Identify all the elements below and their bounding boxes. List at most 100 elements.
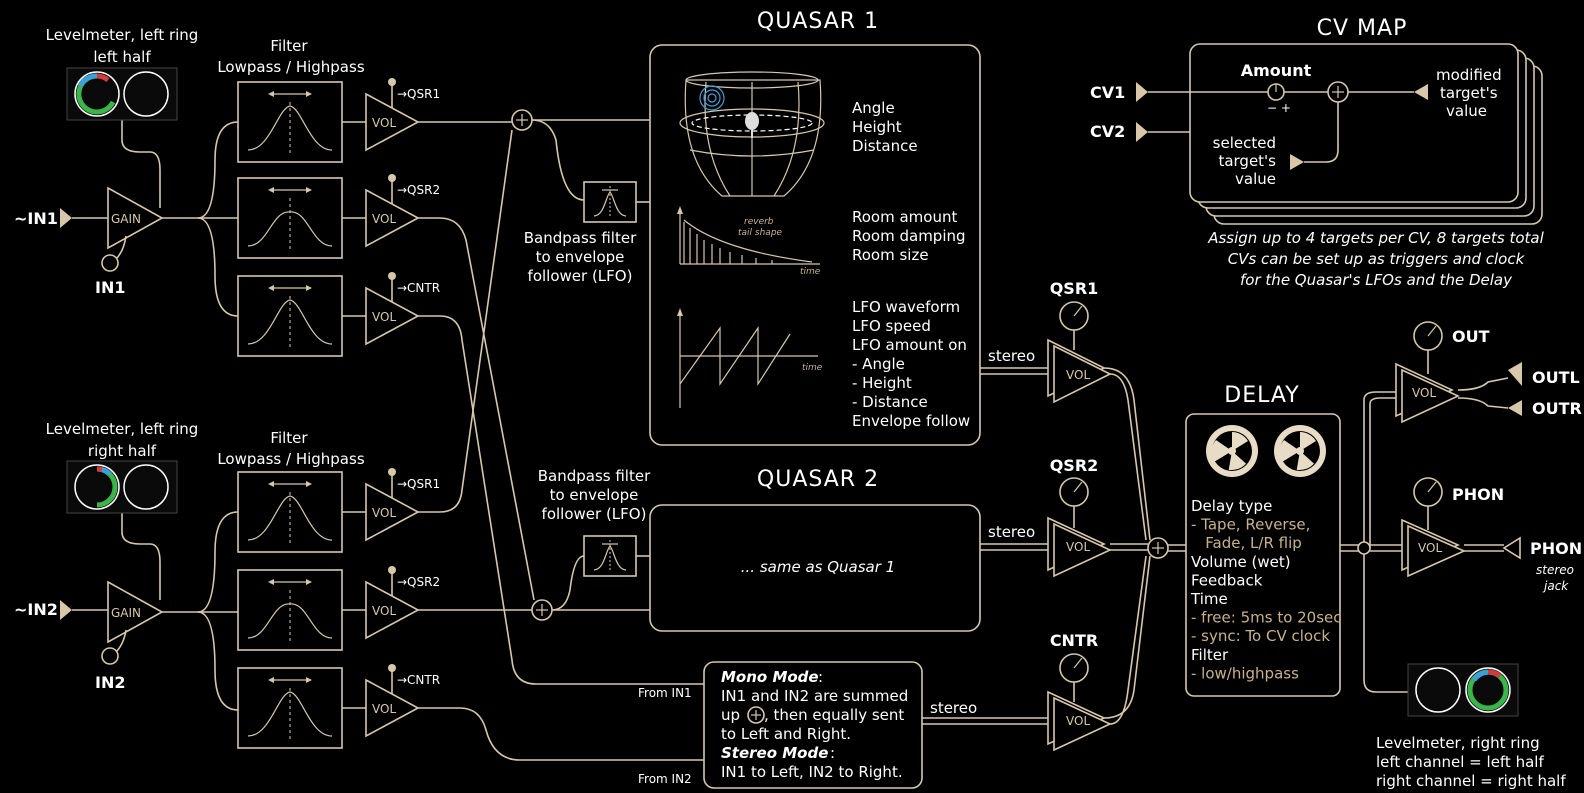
reverb-label-1: reverb bbox=[744, 217, 774, 227]
delay-parameter-list: Delay type- Tape, Reverse, Fade, L/R fli… bbox=[1190, 497, 1342, 682]
from-in2-label: From IN2 bbox=[638, 772, 692, 786]
vol-label: VOL bbox=[372, 506, 396, 520]
phon-sub-1: stereo bbox=[1536, 563, 1574, 577]
amount-minus-plus: − + bbox=[1267, 101, 1291, 115]
delay-param-line: Filter bbox=[1191, 646, 1229, 664]
q1-param-angle: Angle bbox=[852, 99, 895, 117]
vol-label: VOL bbox=[372, 116, 396, 130]
cv-map-title: CV MAP bbox=[1317, 16, 1408, 41]
bandpass-2-label-1: Bandpass filter bbox=[538, 467, 651, 485]
vol-phones[interactable] bbox=[1407, 524, 1466, 578]
quasar1-title: QUASAR 1 bbox=[757, 9, 879, 34]
send-qsr1-label: →QSR1 bbox=[397, 477, 440, 491]
delay-param-line: - Tape, Reverse, bbox=[1191, 516, 1310, 534]
delay-title: DELAY bbox=[1224, 383, 1299, 408]
outl-jack-icon[interactable] bbox=[1508, 362, 1522, 386]
qsr2-knob-label: QSR2 bbox=[1050, 456, 1099, 475]
in1-gain-label: GAIN bbox=[111, 212, 141, 226]
from-in1-label: From IN1 bbox=[638, 686, 692, 700]
bandpass-2-label-3: follower (LFO) bbox=[542, 505, 647, 523]
send-qsr1-label: →QSR1 bbox=[397, 87, 440, 101]
vol-main-out[interactable] bbox=[1401, 368, 1460, 424]
stereo-label-q2: stereo bbox=[988, 523, 1035, 541]
q1-lfo-1: LFO speed bbox=[852, 317, 931, 335]
selected-label-1: selected bbox=[1213, 134, 1276, 152]
vol-label: VOL bbox=[372, 310, 396, 324]
q1-room-amount: Room amount bbox=[852, 208, 957, 226]
q1-lfo-5: - Distance bbox=[852, 393, 928, 411]
delay-param-line: Fade, L/R flip bbox=[1191, 534, 1302, 552]
in2-jack-icon[interactable] bbox=[60, 600, 72, 620]
lfo-time-label: time bbox=[802, 363, 823, 373]
svg-text::: : bbox=[830, 744, 835, 762]
in1-gain-amp bbox=[107, 186, 164, 250]
cv2-jack-icon[interactable] bbox=[1136, 122, 1148, 142]
in1-gain-knob[interactable] bbox=[101, 254, 119, 272]
tape-reel-icon bbox=[1206, 425, 1258, 477]
modified-label-2: target's bbox=[1440, 84, 1498, 102]
bandpass-1-label-1: Bandpass filter bbox=[524, 229, 637, 247]
qsr1-knob-label: QSR1 bbox=[1050, 279, 1099, 298]
send-cntr-label: →CNTR bbox=[397, 281, 440, 295]
vol-qsr2-out[interactable] bbox=[1053, 522, 1112, 578]
levelmeter-left-top-label-1: Levelmeter, left ring bbox=[46, 26, 199, 44]
phon-sub-2: jack bbox=[1542, 579, 1569, 593]
phon-knob-label: PHON bbox=[1452, 485, 1504, 504]
q1-lfo-6: Envelope follow bbox=[852, 412, 970, 430]
mono-line-2a: up bbox=[721, 706, 740, 724]
mono-line-1: IN1 and IN2 are summed bbox=[721, 687, 908, 705]
svg-text::: : bbox=[818, 668, 823, 686]
q1-param-distance: Distance bbox=[852, 137, 918, 155]
out-knob-label: OUT bbox=[1452, 327, 1490, 346]
vol-cntr-out[interactable] bbox=[1053, 696, 1112, 752]
cv1-label: CV1 bbox=[1090, 83, 1125, 102]
vol-qsr1-out[interactable] bbox=[1053, 344, 1112, 404]
bandpass-2-label-2: to envelope bbox=[550, 486, 639, 504]
delay-param-line: Delay type bbox=[1191, 497, 1272, 515]
outr-jack-icon[interactable] bbox=[1508, 400, 1522, 416]
cv-caption-3: for the Quasar's LFOs and the Delay bbox=[1240, 271, 1513, 289]
filter-bottom-subtitle: Lowpass / Highpass bbox=[217, 450, 364, 468]
vol-label: VOL bbox=[1418, 541, 1442, 555]
mono-line-3: to Left and Right. bbox=[721, 725, 851, 743]
vol-label: VOL bbox=[372, 212, 396, 226]
filter-top-subtitle: Lowpass / Highpass bbox=[217, 58, 364, 76]
q1-room-damping: Room damping bbox=[852, 227, 966, 245]
outl-label: OUTL bbox=[1532, 368, 1580, 387]
delay-param-line: Volume (wet) bbox=[1191, 553, 1291, 571]
spatial-sphere-icon bbox=[679, 71, 825, 197]
in2-knob-label: IN2 bbox=[95, 673, 125, 692]
in2-gain-amp bbox=[107, 580, 164, 644]
delay-param-line: - sync: To CV clock bbox=[1191, 627, 1330, 645]
levelmeter-left-bottom-label-2: right half bbox=[88, 442, 157, 460]
filter-top-title: Filter bbox=[270, 37, 308, 55]
delay-panel bbox=[1185, 413, 1341, 697]
stereo-mode-title: Stereo Mode bbox=[721, 744, 828, 762]
vol-label: VOL bbox=[372, 702, 396, 716]
mode-box bbox=[703, 661, 923, 789]
stereo-label-cntr: stereo bbox=[930, 699, 977, 717]
in1-jack-icon[interactable] bbox=[60, 208, 72, 228]
vol-label: VOL bbox=[1066, 540, 1090, 554]
tape-reel-icon bbox=[1274, 425, 1326, 477]
levelmeter-left-top-label-2: left half bbox=[93, 48, 151, 66]
send-qsr2-label: →QSR2 bbox=[397, 575, 440, 589]
reverb-label-2: tail shape bbox=[738, 228, 783, 238]
in2-gain-label: GAIN bbox=[111, 606, 141, 620]
filter-bottom-title: Filter bbox=[270, 429, 308, 447]
vol-label: VOL bbox=[1066, 368, 1090, 382]
q1-lfo-3: - Angle bbox=[852, 355, 905, 373]
modified-label-3: value bbox=[1446, 102, 1487, 120]
vol-label: VOL bbox=[372, 604, 396, 618]
cv2-label: CV2 bbox=[1090, 122, 1125, 141]
delay-param-line: - low/highpass bbox=[1191, 664, 1299, 682]
modified-label-1: modified bbox=[1436, 66, 1502, 84]
phon-jack-icon[interactable] bbox=[1502, 536, 1521, 560]
reverb-time-label: time bbox=[800, 267, 821, 277]
stereo-label-q1: stereo bbox=[988, 347, 1035, 365]
in2-gain-knob[interactable] bbox=[101, 647, 119, 665]
cv1-jack-icon[interactable] bbox=[1136, 82, 1148, 102]
levelmeter-left-bottom-label-1: Levelmeter, left ring bbox=[46, 420, 199, 438]
levelmeter-right-label-1: Levelmeter, right ring bbox=[1376, 734, 1540, 752]
